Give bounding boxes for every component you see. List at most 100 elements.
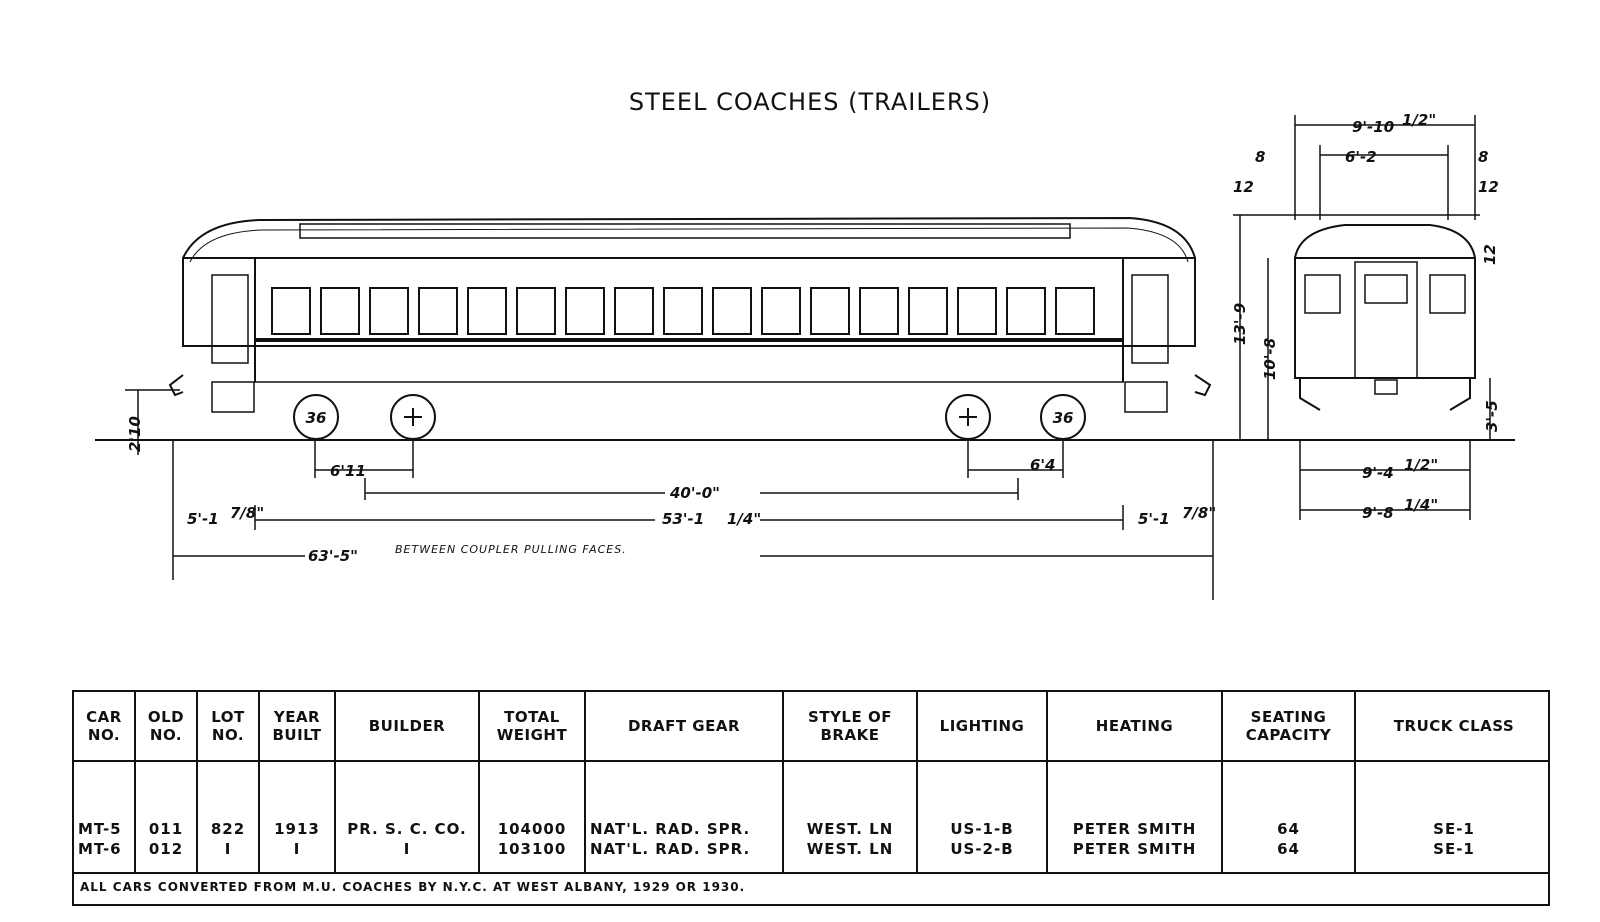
end-door-right: [1131, 274, 1169, 364]
dim-top-width: 9'-10: [1352, 118, 1394, 136]
clerestory: [299, 223, 1071, 239]
header-label: CAR NO.: [86, 708, 122, 744]
dim-roof-width: 6'-2: [1345, 148, 1377, 166]
header-label: LOT NO.: [211, 708, 245, 744]
side-window: [516, 287, 556, 335]
dim-truck-offset-right: 6'4: [1030, 456, 1055, 474]
header-cell: OLD NO.: [136, 692, 198, 760]
side-window: [859, 287, 899, 335]
side-window: [1006, 287, 1046, 335]
dim-right-eave: 12: [1478, 178, 1499, 196]
dim-bottom-width-frac: 1/4": [1404, 496, 1438, 514]
drawing-title: STEEL COACHES (TRAILERS): [629, 88, 991, 116]
table-cell: SE-1: [1433, 820, 1475, 838]
table-cell: I: [403, 840, 411, 858]
header-label: TOTAL WEIGHT: [496, 708, 568, 744]
side-window: [418, 287, 458, 335]
header-cell: HEATING: [1048, 692, 1223, 760]
wheel-right-inner: [945, 394, 991, 440]
dim-left-eave: 12: [1233, 178, 1254, 196]
table-footnote: ALL CARS CONVERTED FROM M.U. COACHES BY …: [80, 880, 746, 894]
header-cell: CAR NO.: [74, 692, 136, 760]
dim-roof-rise: 12: [1481, 244, 1499, 265]
elevation-drawing: STEEL COACHES (TRAILERS) 36: [95, 88, 1515, 600]
table-cell: 64: [1277, 820, 1300, 838]
side-window: [663, 287, 703, 335]
wheel-dia-right: 36: [1053, 409, 1074, 427]
steps-left: [211, 381, 255, 413]
car-roof: [182, 216, 1196, 259]
wheel-dia-left: 36: [306, 409, 327, 427]
car-body: [182, 257, 1196, 347]
side-dimension-lines: [125, 389, 1214, 600]
header-cell: DRAFT GEAR: [586, 692, 784, 760]
side-window: [565, 287, 605, 335]
side-window: [761, 287, 801, 335]
dim-end-left-frac: 7/8": [230, 504, 264, 522]
header-label: HEATING: [1095, 717, 1174, 735]
table-cell: 104000: [497, 820, 567, 838]
table-cell: NAT'L. RAD. SPR.: [590, 820, 751, 838]
header-cell: TRUCK CLASS: [1356, 692, 1552, 760]
table-cell: US-1-B: [950, 820, 1014, 838]
end-door-left: [211, 274, 249, 364]
table-cell: PR. S. C. CO.: [347, 820, 467, 838]
side-window: [908, 287, 948, 335]
header-cell: SEATING CAPACITY: [1223, 692, 1356, 760]
side-window: [320, 287, 360, 335]
dim-right-step: 8: [1478, 148, 1488, 166]
end-elevation: [1294, 224, 1476, 411]
header-cell: STYLE OF BRAKE: [784, 692, 918, 760]
dim-body-length-frac: 1/4": [727, 510, 761, 528]
header-label: DRAFT GEAR: [627, 717, 741, 735]
dim-end-right: 5'-1: [1138, 510, 1170, 528]
wheel-left-inner: [390, 394, 436, 440]
dim-end-right-frac: 7/8": [1182, 504, 1216, 522]
header-label: LIGHTING: [939, 717, 1025, 735]
side-window: [614, 287, 654, 335]
body-column: NAT'L. RAD. SPR. NAT'L. RAD. SPR.: [586, 760, 784, 872]
table-cell: 103100: [497, 840, 567, 858]
table-cell: 822: [210, 820, 246, 838]
table-cell: SE-1: [1433, 840, 1475, 858]
table-cell: I: [224, 840, 232, 858]
side-window: [712, 287, 752, 335]
table-cell: MT-5: [78, 820, 122, 838]
end-door: [1354, 261, 1418, 379]
dim-wheel-gauge-frac: 1/2": [1404, 456, 1438, 474]
dim-overall-length: 63'-5": [308, 547, 358, 565]
side-elevation: [168, 216, 1212, 413]
dim-top-width-frac: 1/2": [1402, 111, 1436, 129]
body-column: PR. S. C. CO. I: [336, 760, 480, 872]
end-roof: [1294, 224, 1476, 259]
side-window: [369, 287, 409, 335]
dim-wheel-gauge: 9'-4: [1362, 464, 1394, 482]
coupler-left: [168, 374, 184, 397]
dim-left-step: 8: [1255, 148, 1265, 166]
wheel-right-outer: [1040, 394, 1086, 440]
dim-overall-height: 13'-9: [1231, 303, 1249, 345]
header-label: SEATING CAPACITY: [1245, 708, 1332, 744]
table-cell: PETER SMITH: [1072, 820, 1197, 838]
dim-coupler-height: 2'10: [126, 416, 144, 452]
steps-right: [1124, 381, 1168, 413]
dim-overall-note: BETWEEN COUPLER PULLING FACES.: [395, 543, 627, 556]
end-body: [1294, 257, 1476, 379]
dim-floor-to-roof: 10'-8: [1261, 338, 1279, 380]
trucks: [293, 394, 1086, 440]
table-footer: ALL CARS CONVERTED FROM M.U. COACHES BY …: [74, 874, 1548, 904]
header-label: TRUCK CLASS: [1393, 717, 1515, 735]
header-cell: YEAR BUILT: [260, 692, 336, 760]
header-cell: LOT NO.: [198, 692, 260, 760]
table-cell: MT-6: [78, 840, 122, 858]
table-cell: NAT'L. RAD. SPR.: [590, 840, 751, 858]
table-cell: 64: [1277, 840, 1300, 858]
